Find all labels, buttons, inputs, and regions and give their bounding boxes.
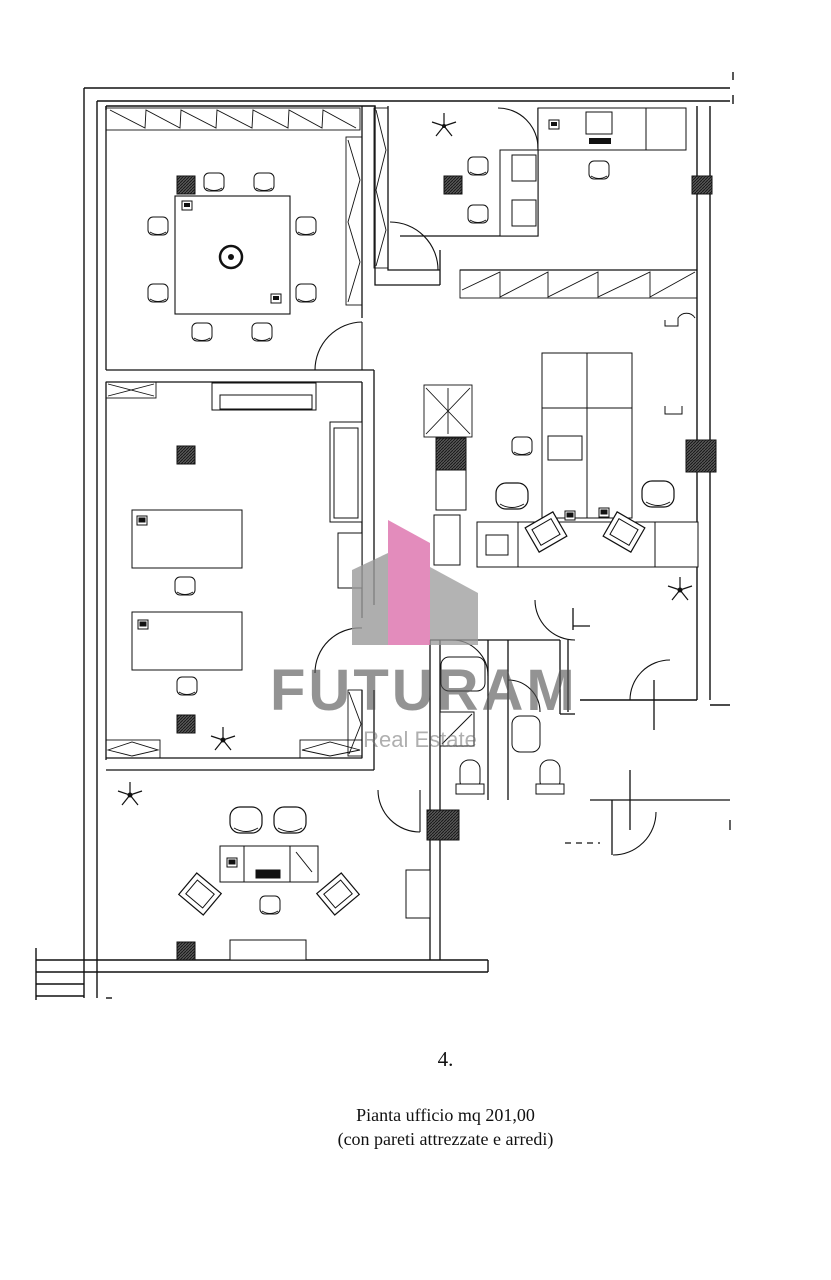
- futuram-logo-mark: [352, 520, 478, 645]
- watermark-brand: FUTURAM: [270, 658, 578, 723]
- caption-subtitle: (con pareti attrezzate e arredi): [337, 1129, 554, 1149]
- left-office-furniture: [131, 382, 363, 751]
- equipped-wall-units: [105, 107, 698, 759]
- floor-plan: [35, 72, 734, 1000]
- watermark-tagline: Real Estate: [363, 727, 477, 752]
- bottom-office-furniture: [117, 781, 431, 961]
- futuram-watermark: FUTURAM Real Estate: [270, 515, 578, 765]
- top-right-office-furniture: [431, 107, 687, 237]
- meeting-room-furniture: [147, 172, 317, 342]
- interior-walls: [105, 106, 731, 960]
- page-number: 4.: [437, 1047, 454, 1071]
- bathroom-fixtures: [439, 656, 565, 795]
- open-space-furniture: [433, 312, 699, 601]
- columns: [176, 175, 717, 961]
- caption-title: Pianta ufficio mq 201,00: [356, 1105, 535, 1125]
